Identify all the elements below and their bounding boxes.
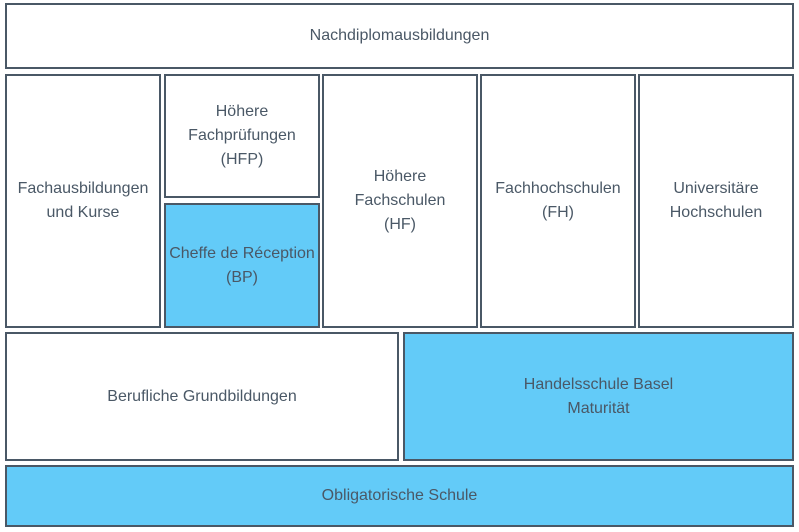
block-universities: Universitäre Hochschulen	[638, 74, 794, 328]
block-higher-exams: Höhere Fachprüfungen (HFP)	[164, 74, 320, 198]
block-colleges: Höhere Fachschulen (HF)	[322, 74, 478, 328]
block-postgraduate-label: Nachdiplomausbildungen	[309, 27, 490, 44]
block-vocational-basic-label: Berufliche Grundbildungen	[107, 387, 297, 405]
block-higher-exams-label: Höhere Fachprüfungen (HFP)	[188, 103, 296, 168]
block-commercial-school-label: Handelsschule Basel Maturität	[523, 375, 674, 417]
block-specialist-courses: Fachausbildungen und Kurse	[5, 74, 161, 328]
block-commercial-school: Handelsschule Basel Maturität	[403, 332, 794, 461]
block-federal-certificate: Cheffe de Réception (BP)	[164, 203, 320, 328]
block-compulsory-school-label: Obligatorische Schule	[321, 487, 478, 504]
block-applied-sciences-label: Fachhochschulen (FH)	[495, 180, 621, 221]
block-universities-label: Universitäre Hochschulen	[669, 180, 763, 221]
block-vocational-basic: Berufliche Grundbildungen	[5, 332, 399, 461]
block-postgraduate: Nachdiplomausbildungen	[5, 3, 794, 69]
block-colleges-label: Höhere Fachschulen (HF)	[354, 168, 446, 233]
block-compulsory-school: Obligatorische Schule	[5, 465, 794, 527]
block-applied-sciences: Fachhochschulen (FH)	[480, 74, 636, 328]
block-federal-certificate-label: Cheffe de Réception (BP)	[169, 244, 315, 286]
block-specialist-courses-label: Fachausbildungen und Kurse	[17, 180, 149, 221]
